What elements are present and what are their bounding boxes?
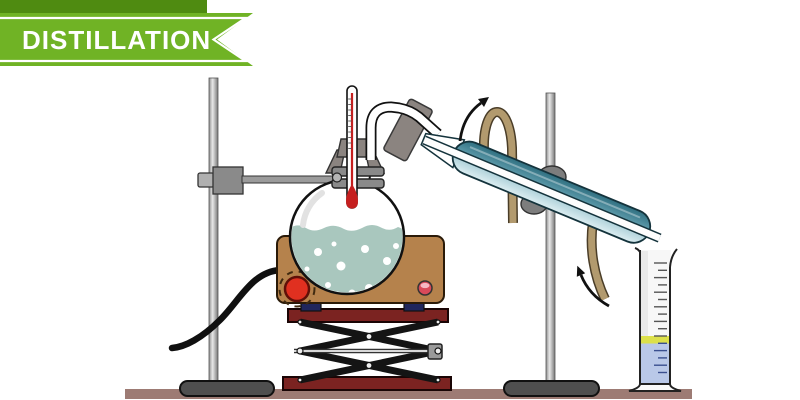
boss-clamp [212,166,244,195]
cylinder-shading [641,251,648,383]
jack-bottom-plate [282,376,452,391]
water-out-arrow [458,101,482,142]
scissor-jack [282,308,452,391]
left-stand-pole [208,77,219,385]
water-in-arrowhead [576,265,586,277]
cooling-hoses [478,106,610,302]
round-bottom-flask [288,178,406,296]
neck-clamp-bolt [331,172,343,183]
knob-dial-marks [278,270,316,308]
water-in-hose [588,221,609,301]
water-out-arrowhead [478,97,489,107]
cylinder-spout [669,248,678,268]
banner-title: DISTILLATION [22,25,211,55]
title-banner: DISTILLATION [0,0,253,66]
boss-clamp-knob [197,172,215,188]
graduated-cylinder [628,247,682,392]
condenser [420,132,662,244]
right-stand [503,92,600,397]
thermometer [346,85,358,209]
cylinder-lip [634,247,641,253]
water-out-hose [480,108,517,224]
thermometer-bulb [346,184,358,209]
right-stand-base [503,380,600,397]
water-in-arrow [579,274,610,308]
flow-arrows [458,97,610,308]
condenser-inner-tube [422,137,661,242]
cylinder-scale [654,262,667,374]
cylinder-base [628,383,682,392]
cylinder-distillate-band [640,336,670,344]
floor [125,389,692,399]
ribbon-inner-border [0,16,250,63]
ribbon-fold [0,0,207,14]
neck-clamp-lower-jaw [331,178,385,189]
power-cord [168,266,284,352]
condenser-glass-highlight [469,146,641,219]
left-stand [179,77,339,397]
cylinder-liquid [640,343,670,384]
ribbon-body [0,13,253,66]
indicator-light-shine [420,282,430,289]
flask-liquid [291,225,403,293]
flask-bubbles [304,241,399,293]
vapor-tube-glass [367,103,441,160]
jack-top-plate [287,308,449,323]
neck-clamp-upper-jaw [331,166,385,177]
left-stand-base [179,380,275,397]
flask-shine [300,190,325,228]
jack-pivots [296,319,442,383]
heat-knob [283,275,311,303]
neck-clamp [331,166,385,189]
clamp-rod [241,175,339,184]
vapor-tube [365,101,442,160]
thermometer-scale [348,98,352,149]
right-stand-pole [545,92,556,385]
